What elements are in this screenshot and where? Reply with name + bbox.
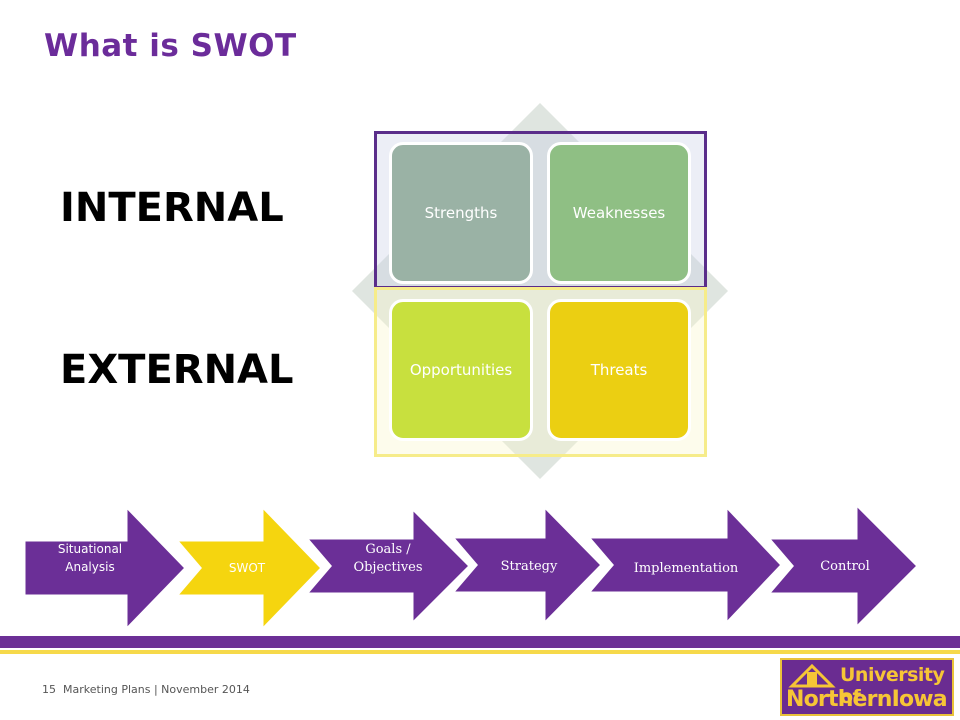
logo-line2: NorthernIowa bbox=[786, 687, 948, 712]
footer-caption: Marketing Plans | November 2014 bbox=[63, 683, 250, 696]
process-step-label-5: Implementation bbox=[634, 561, 739, 576]
process-step-1 bbox=[22, 502, 189, 634]
process-step-6 bbox=[764, 500, 921, 632]
opportunities-label: Opportunities bbox=[409, 361, 513, 379]
process-step-label-6: Control bbox=[820, 559, 870, 574]
internal-label: INTERNAL bbox=[60, 185, 284, 231]
process-step-label-2: SWOT bbox=[229, 561, 266, 575]
logo-line1: University of bbox=[840, 664, 945, 708]
strengths-tile: Strengths bbox=[389, 142, 533, 284]
university-logo: University of NorthernIowa bbox=[780, 658, 954, 716]
external-label: EXTERNAL bbox=[60, 347, 294, 393]
process-step-3 bbox=[302, 504, 473, 628]
process-step-2 bbox=[172, 502, 325, 634]
process-step-label-4: Strategy bbox=[501, 559, 558, 574]
threats-tile: Threats bbox=[547, 299, 691, 441]
page-number: 15 bbox=[42, 683, 56, 696]
weaknesses-tile: Weaknesses bbox=[547, 142, 691, 284]
opportunities-tile: Opportunities bbox=[389, 299, 533, 441]
page-title: What is SWOT bbox=[44, 28, 297, 64]
process-step-5 bbox=[584, 502, 785, 628]
footer-purple-stripe bbox=[0, 636, 960, 648]
strengths-label: Strengths bbox=[424, 204, 498, 222]
footer-text: 15 Marketing Plans | November 2014 bbox=[42, 683, 250, 696]
weaknesses-label: Weaknesses bbox=[572, 204, 666, 222]
campanile-emblem-icon bbox=[788, 664, 836, 688]
process-step-4 bbox=[448, 502, 605, 628]
process-step-label-3: Goals /Objectives bbox=[353, 542, 422, 575]
footer-gold-stripe bbox=[0, 650, 960, 654]
threats-label: Threats bbox=[590, 361, 648, 379]
